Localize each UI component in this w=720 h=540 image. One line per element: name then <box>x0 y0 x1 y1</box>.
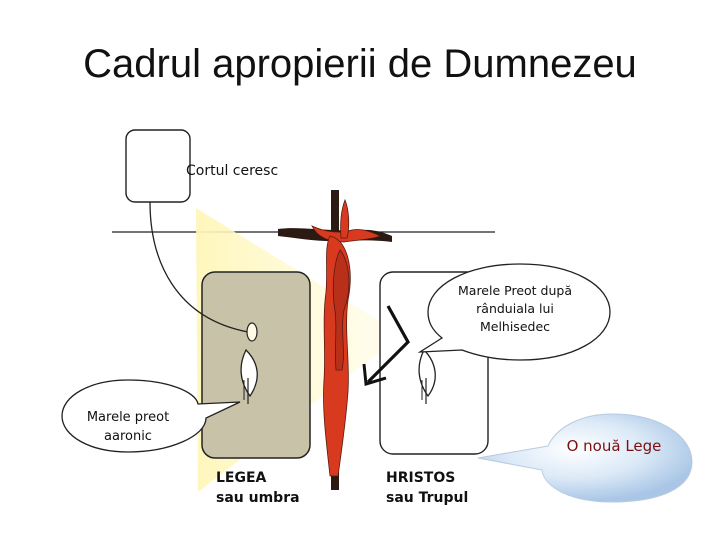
aaronic-priest-bubble <box>61 379 241 453</box>
crucified-figure <box>311 198 381 477</box>
slide-title: Cadrul apropierii de Dumnezeu <box>83 42 637 86</box>
law-title: LEGEA <box>216 470 267 486</box>
christ-subtitle: sau Trupul <box>386 490 469 506</box>
law-label: LEGEA sau umbra <box>216 468 300 508</box>
lamp-oval <box>246 322 258 342</box>
new-law-bubble <box>477 413 693 503</box>
aaronic-priest-label: Marele preot aaronic <box>86 410 170 444</box>
christ-label: HRISTOS sau Trupul <box>386 468 468 508</box>
heavenly-tabernacle-box <box>125 129 191 203</box>
melchizedek-bubble <box>417 263 611 361</box>
new-law-label: O nouă Lege <box>566 437 662 455</box>
melchizedek-priest-label: Marele Preot după rânduiala lui Melhised… <box>458 283 572 334</box>
candle-flame-icon-christ <box>418 348 436 404</box>
heavenly-tabernacle-label: Cortul ceresc <box>186 163 279 179</box>
lightning-arrow-icon <box>362 305 410 386</box>
connector-curve <box>149 201 249 333</box>
law-subtitle: sau umbra <box>216 490 300 506</box>
candle-flame-icon <box>240 348 258 404</box>
christ-title: HRISTOS <box>386 470 456 486</box>
